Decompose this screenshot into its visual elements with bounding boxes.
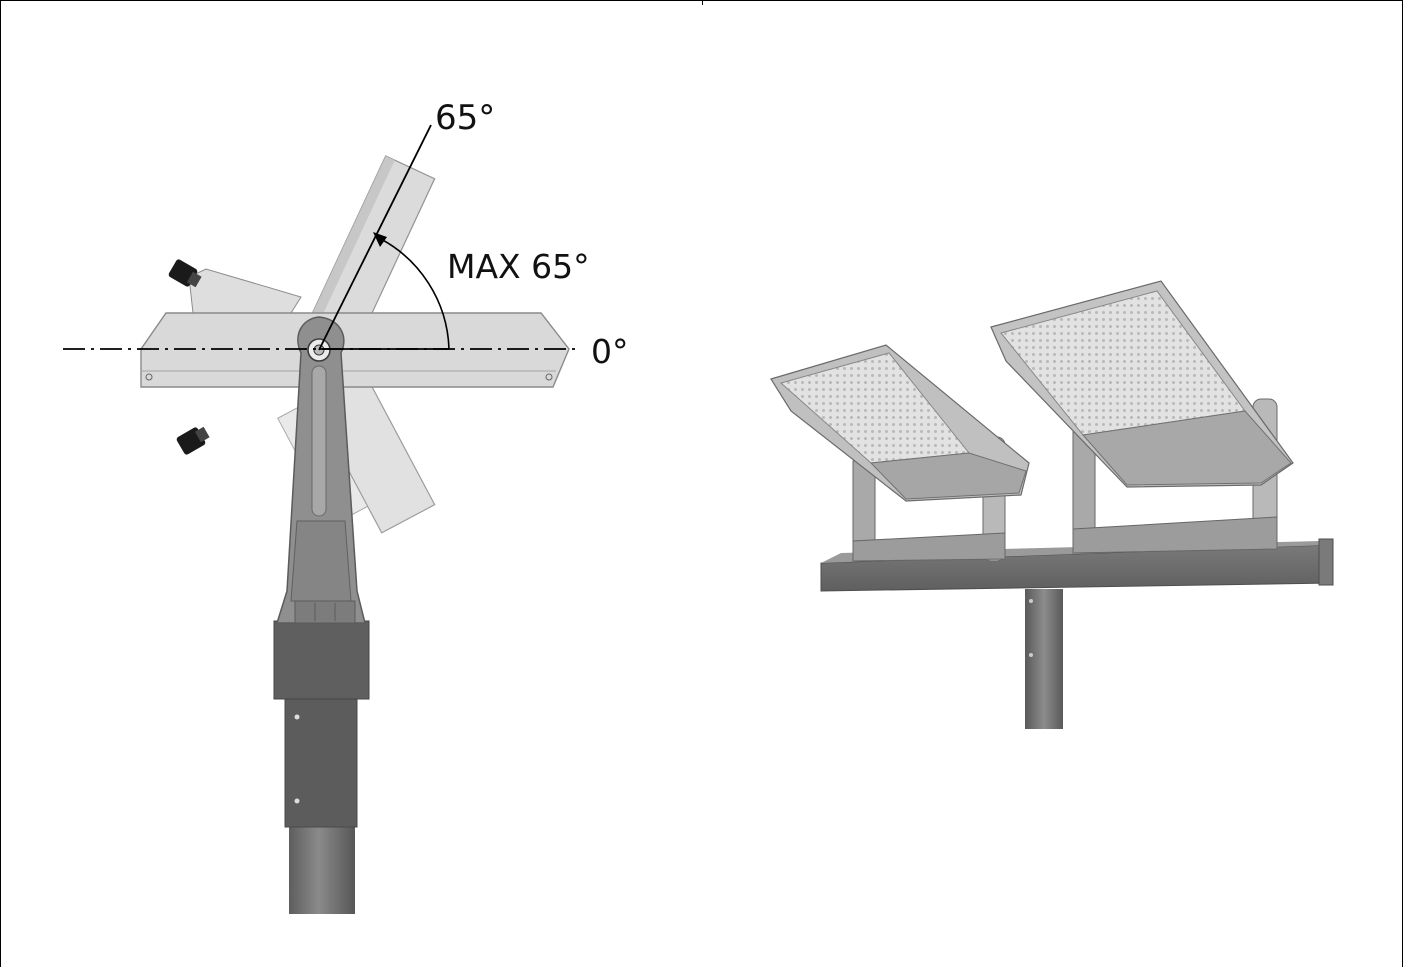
crossarm-end bbox=[1318, 538, 1334, 586]
tilt-diagram-left: 65° MAX 65° 0° bbox=[63, 98, 629, 914]
driver-box-ghost bbox=[188, 268, 302, 314]
twin-floodlight-render bbox=[770, 280, 1334, 729]
label-max-angle: 65° bbox=[435, 98, 495, 138]
mounting-bracket bbox=[275, 316, 366, 624]
cable-gland-icon bbox=[168, 259, 202, 288]
sleeve-screw bbox=[294, 798, 300, 804]
pole-sleeve bbox=[284, 698, 358, 828]
divider-tick bbox=[702, 1, 703, 5]
angle-arc bbox=[376, 236, 450, 350]
label-zero-angle: 0° bbox=[591, 332, 629, 371]
fixture-right bbox=[990, 280, 1294, 554]
max-angle-line bbox=[318, 124, 432, 351]
right-pole-screw bbox=[1029, 653, 1033, 657]
pole-adapter bbox=[273, 620, 370, 700]
fixture-left bbox=[770, 344, 1030, 562]
label-max-text: MAX 65° bbox=[447, 247, 590, 286]
fixture-horizontal bbox=[140, 312, 570, 388]
right-pole bbox=[1025, 589, 1063, 729]
sleeve-screw bbox=[294, 714, 300, 720]
cable-gland-icon bbox=[176, 426, 210, 455]
right-pole-screw bbox=[1029, 599, 1033, 603]
arc-arrowhead bbox=[373, 232, 387, 247]
